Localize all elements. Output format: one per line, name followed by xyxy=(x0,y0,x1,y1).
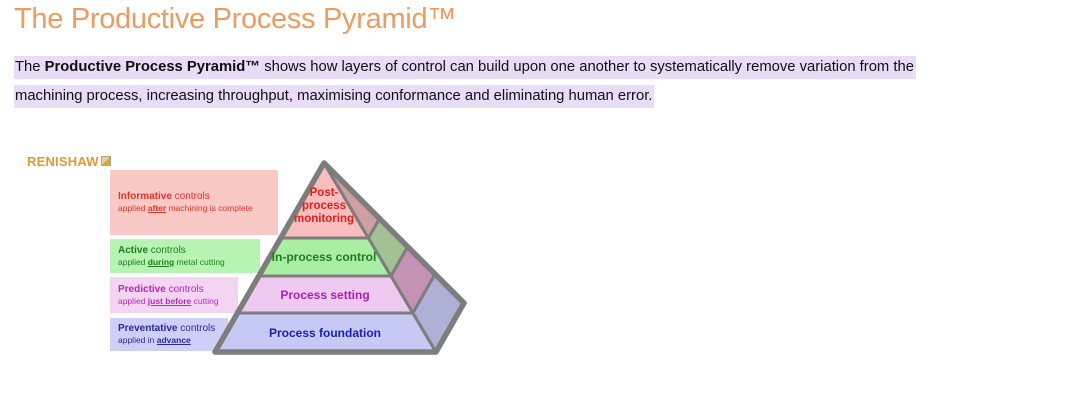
band-informative: Informative controls applied after machi… xyxy=(110,170,278,235)
band-sub-bold: during xyxy=(147,256,175,267)
band-title-bold: Predictive xyxy=(118,283,166,295)
band-sub-post: cutting xyxy=(191,295,219,306)
band-title-rest: controls xyxy=(171,191,210,203)
renishaw-logo: RENISHAW xyxy=(27,154,111,169)
band-title-bold: Informative xyxy=(118,191,172,203)
band-active: Active controls applied during metal cut… xyxy=(110,239,260,273)
band-title-bold: Active xyxy=(118,244,149,256)
band-title-rest: controls xyxy=(165,283,204,295)
band-subtitle: applied during metal cutting xyxy=(118,257,260,268)
band-title: Predictive controls xyxy=(118,284,238,296)
band-predictive: Predictive controls applied just before … xyxy=(110,277,238,313)
band-title-bold: Preventative xyxy=(118,323,178,335)
face-label-process-setting: Process setting xyxy=(280,288,370,302)
face-label-post-process-monitoring: Post- process monitoring xyxy=(279,187,369,226)
band-sub-post: metal cutting xyxy=(174,256,225,267)
intro-text: machining process, increasing throughput… xyxy=(15,87,653,104)
intro-bold-text: Productive Process Pyramid™ xyxy=(44,59,261,75)
band-sub-bold: just before xyxy=(147,295,192,306)
band-title: Active controls xyxy=(118,245,260,257)
band-sub-bold: after xyxy=(147,203,167,214)
face-label-process-foundation: Process foundation xyxy=(268,326,381,340)
band-title-rest: controls xyxy=(148,244,186,256)
intro-line-1: The Productive Process Pyramid™ shows ho… xyxy=(14,53,916,82)
intro-text: shows how layers of control can build up… xyxy=(260,59,914,75)
intro-highlight-2: machining process, increasing throughput… xyxy=(14,84,655,108)
renishaw-logo-text: RENISHAW xyxy=(27,154,99,169)
face-label-line: monitoring xyxy=(293,213,355,225)
band-sub-pre: applied in xyxy=(118,335,157,346)
page-title: The Productive Process Pyramid™ xyxy=(14,3,456,35)
band-preventative: Preventative controls applied in advance xyxy=(110,318,228,351)
band-title: Preventative controls xyxy=(118,323,228,335)
band-sub-pre: applied xyxy=(118,256,148,267)
band-title-rest: controls xyxy=(177,323,216,335)
band-subtitle: applied after machining is complete xyxy=(118,203,278,214)
intro-text: The xyxy=(15,59,45,75)
band-title: Informative controls xyxy=(118,191,278,203)
face-label-in-process-control: In-process control xyxy=(271,250,377,264)
band-sub-pre: applied xyxy=(118,203,148,214)
band-subtitle: applied in advance xyxy=(118,335,228,346)
intro-highlight-1: The Productive Process Pyramid™ shows ho… xyxy=(14,56,916,79)
band-subtitle: applied just before cutting xyxy=(118,296,238,307)
intro-line-2: machining process, increasing throughput… xyxy=(14,82,916,111)
apply-innovation-badge-icon xyxy=(100,156,111,166)
band-sub-post: machining is complete xyxy=(166,203,253,214)
pyramid-outline xyxy=(212,160,467,355)
intro-paragraph: The Productive Process Pyramid™ shows ho… xyxy=(14,53,916,110)
band-sub-pre: applied xyxy=(118,295,148,306)
face-label-line: process xyxy=(301,200,347,212)
pyramid-graphic xyxy=(212,160,467,355)
face-label-line: Post- xyxy=(309,187,339,199)
band-sub-bold: advance xyxy=(156,335,191,346)
